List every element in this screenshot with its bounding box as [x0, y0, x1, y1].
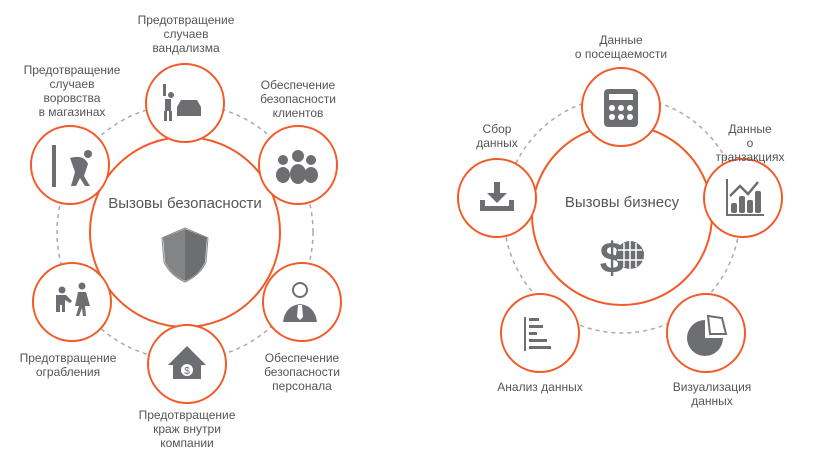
label-internal-theft: Предотвращение краж внутри компании	[138, 408, 236, 450]
label-robbery: Предотвращение ограбления	[19, 351, 117, 379]
label-vandalism: Предотвращение случаев вандализма	[137, 13, 235, 55]
vandal-car-icon	[163, 84, 201, 121]
house-dollar-icon: $	[168, 346, 206, 379]
label-analysis: Анализ данных	[497, 380, 583, 394]
label-transactions: Данные о транзакциях	[715, 122, 785, 164]
node-analysis	[500, 293, 580, 373]
thief-icon	[52, 145, 92, 187]
node-shoplifting	[30, 125, 110, 205]
bar-list-icon	[524, 317, 551, 351]
growth-chart-icon	[726, 179, 764, 216]
security-title: Вызовы безопасности	[108, 195, 262, 212]
node-personnel	[262, 262, 342, 342]
label-clients: Обеспечение безопасности клиентов	[260, 78, 336, 120]
businessman-icon	[283, 282, 317, 322]
shield-icon	[161, 227, 209, 283]
robbery-icon	[56, 282, 90, 316]
node-robbery	[32, 262, 112, 342]
people-group-icon	[276, 150, 318, 184]
label-visualization: Визуализация данных	[672, 380, 752, 408]
label-personnel: Обеспечение безопасности персонала	[264, 351, 340, 393]
node-visualization	[666, 293, 746, 373]
svg-text:$: $	[184, 366, 190, 377]
business-title: Вызовы бизнесу	[564, 194, 680, 211]
label-shoplifting: Предотвращение случаев воровства в магаз…	[23, 63, 121, 119]
download-icon	[480, 182, 514, 211]
calculator-icon	[604, 89, 638, 127]
label-attendance: Данные о посещаемости	[574, 33, 668, 61]
label-collect: Сбор данных	[476, 122, 518, 150]
pie-chart-icon	[687, 314, 728, 356]
dollar-globe-icon: $	[600, 234, 644, 283]
